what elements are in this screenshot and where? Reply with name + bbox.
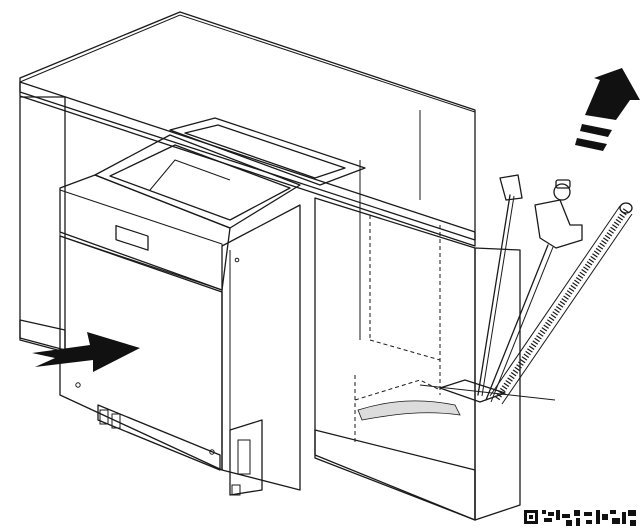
water-supply-hose-icon xyxy=(485,244,549,401)
dishwasher xyxy=(59,117,366,496)
power-cable-plug xyxy=(499,174,523,201)
hoses xyxy=(477,174,633,405)
kitchen-cabinet xyxy=(19,96,521,521)
drain-hose-icon xyxy=(493,208,629,402)
hidden-cabinet-lines xyxy=(314,215,441,445)
qr-code-icon xyxy=(522,508,642,528)
lift-up-arrow-icon xyxy=(575,68,640,151)
power-cable-icon xyxy=(477,194,511,396)
countertop xyxy=(19,11,476,247)
floor-hose-route xyxy=(357,379,556,421)
push-in-arrow-icon xyxy=(32,332,140,372)
